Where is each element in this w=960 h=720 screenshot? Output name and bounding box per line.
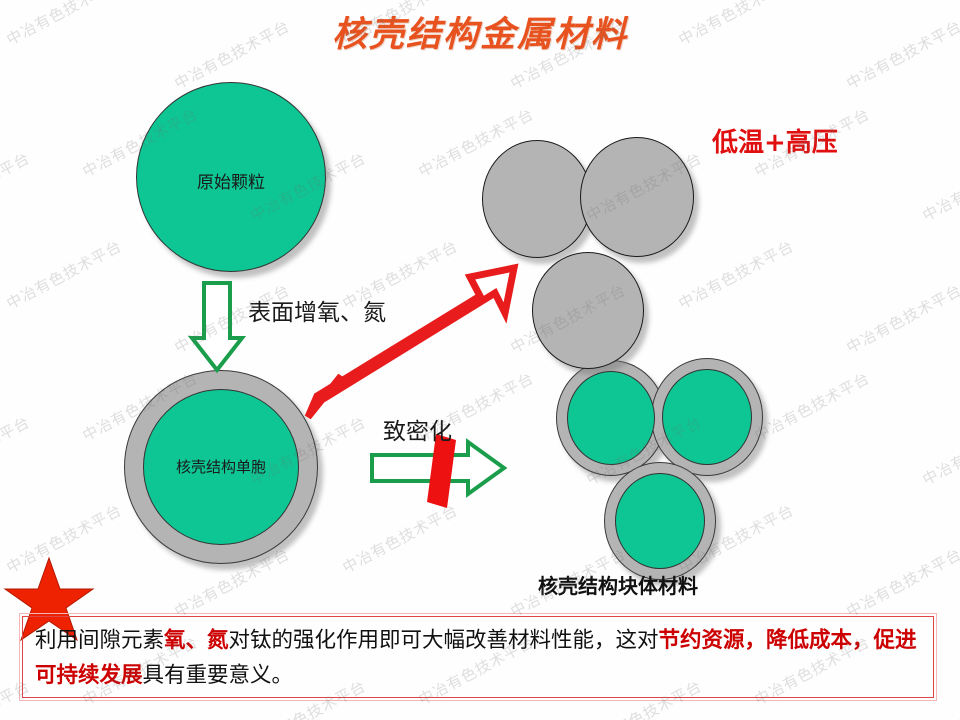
conclusion-plain: 利用间隙元素 [35,628,165,653]
watermark-text: 中冶有色技术平台 [3,500,125,577]
conclusion-text: 利用间隙元素氧、氮对钛的强化作用即可大幅改善材料性能，这对节约资源，降低成本，促… [35,623,923,693]
conclusion-plain: 具有重要意义。 [142,663,294,688]
conclusion-box: 利用间隙元素氧、氮对钛的强化作用即可大幅改善材料性能，这对节约资源，降低成本，促… [19,613,937,701]
watermark-text: 中冶有色技术平台 [751,368,873,445]
conclusion-plain: 对钛的强化作用即可大幅改善材料性能，这对 [228,628,659,653]
watermark-text: 中冶有色技术平台 [339,500,461,577]
watermark-text: 中冶有色技术平台 [0,412,33,489]
watermark-text: 中冶有色技术平台 [919,412,960,489]
gray-ball-top-right [580,137,694,257]
watermark-text: 中冶有色技术平台 [675,236,797,313]
route-red-arrow [304,263,519,420]
densification-label: 致密化 [383,419,452,445]
gray-ball-bottom [532,252,644,369]
watermark-text: 中冶有色技术平台 [843,544,960,621]
bulk-core-right [662,369,752,465]
original-particle-circle: 原始颗粒 [136,82,326,272]
core-shell-cell-core: 核壳结构单胞 [143,389,299,545]
bulk-core-bottom [615,473,705,569]
page-title: 核壳结构金属材料 [331,15,628,55]
conclusion-emphasis: 氧、氮 [164,628,229,653]
conclusion-emphasis: 节约资源，降低成本，促进可持续发展 [35,628,917,688]
core-shell-cell-label: 核壳结构单胞 [175,458,266,476]
gray-ball-top-left [482,140,592,258]
bulk-core-left [567,371,655,465]
condition-label: 低温+高压 [712,128,838,158]
original-particle-label: 原始颗粒 [197,173,265,193]
watermark-text: 中冶有色技术平台 [843,280,960,357]
bulk-material-label: 核壳结构块体材料 [538,574,698,598]
watermark-text: 中冶有色技术平台 [919,148,960,225]
watermark-text: 中冶有色技术平台 [3,236,125,313]
watermark-text: 中冶有色技术平台 [0,148,33,225]
surface-enrichment-arrow [187,281,247,374]
surface-enrichment-label: 表面增氧、氮 [248,300,386,326]
densification-arrow [370,438,508,498]
